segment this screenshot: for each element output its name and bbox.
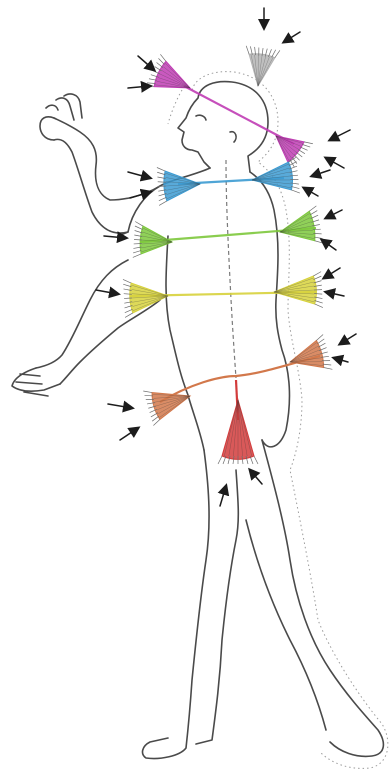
root-spark	[218, 456, 222, 464]
heart-front-arrow	[104, 236, 126, 238]
solar-plexus-front-spark	[125, 309, 133, 312]
heart-back-a-arrow	[326, 210, 342, 218]
solar-plexus-front-spark	[125, 313, 133, 317]
solar-plexus-back-a-arrow	[324, 268, 340, 278]
third-eye-front-spark	[157, 62, 163, 67]
throat-front-spark	[159, 197, 167, 200]
third-eye-front-spark	[147, 83, 156, 84]
head-outline	[178, 82, 268, 172]
throat-back-b-arrow	[304, 188, 318, 196]
third-eye-back-a-arrow	[330, 130, 350, 140]
heart-front-spark	[135, 222, 143, 227]
sacral-front-a-arrow	[108, 404, 132, 408]
third-eye-front-a-arrow	[138, 56, 154, 70]
crown-spark	[275, 50, 280, 57]
sacral-front-spark	[152, 416, 159, 421]
sacral-front-cone	[152, 393, 190, 420]
throat-front-spark	[157, 172, 165, 175]
throat-front-spark	[157, 168, 165, 172]
heart-back-spark	[309, 206, 316, 211]
sacral-back-b-arrow	[334, 358, 348, 362]
third-eye-back-spark	[294, 155, 300, 161]
heart-front-spark	[135, 226, 143, 230]
throat-back-a-arrow	[312, 170, 330, 176]
crown-spark	[250, 46, 252, 54]
human-body-outline	[12, 72, 388, 769]
inner-leg-outline	[196, 470, 238, 744]
heart-back-spark	[315, 241, 324, 243]
throat-back-cone	[252, 162, 293, 190]
solar-plexus-front-arrow	[96, 290, 118, 294]
third-eye-back-b-arrow	[326, 158, 344, 168]
sacral-back-spark	[316, 335, 323, 341]
third-eye-back-spark	[298, 149, 305, 153]
sacral-front-spark	[153, 419, 160, 425]
third-eye-front-spark	[158, 58, 164, 64]
throat-front-a-arrow	[128, 172, 150, 178]
third-eye-back-spark	[302, 144, 310, 147]
heart-back-b-arrow	[322, 240, 336, 250]
sacral-back-spark	[324, 368, 333, 370]
raised-hand-outline	[40, 94, 82, 140]
torso-left-outline	[166, 236, 204, 450]
crown-spark	[272, 50, 276, 58]
root-left-arrow	[220, 486, 226, 506]
crown-spark	[246, 46, 249, 54]
solar-plexus-back-spark	[315, 304, 323, 308]
sacral-front-spark	[143, 391, 152, 393]
solar-plexus-back-b-arrow	[326, 292, 344, 296]
raised-arm-outline	[54, 118, 160, 233]
front-leg-outline	[143, 450, 210, 759]
third-eye-back-spark	[300, 147, 307, 150]
heart-back-cone	[280, 211, 315, 240]
solar-plexus-back-spark	[313, 272, 321, 276]
sacral-back-a-arrow	[340, 334, 356, 344]
back-leg-outline	[246, 440, 383, 756]
lower-hand-outline	[12, 368, 60, 396]
third-eye-back-spark	[296, 152, 302, 157]
third-eye-front-b-arrow	[128, 86, 150, 88]
third-eye-front-cone	[154, 61, 190, 88]
lower-arm-outline	[36, 260, 160, 384]
solar-plexus-back-spark	[313, 276, 321, 279]
third-eye-front-spark	[160, 54, 166, 61]
heart-front-spark	[133, 254, 141, 257]
heart-back-spark	[310, 211, 317, 215]
ear-outline	[230, 132, 236, 142]
sacral-front-b-arrow	[120, 428, 138, 440]
crown-right-arrow	[284, 32, 300, 42]
throat-back-spark	[291, 190, 299, 193]
spine-line	[226, 160, 236, 378]
sacral-back-spark	[317, 339, 324, 344]
throat-front-spark	[159, 201, 167, 205]
root-spark	[254, 456, 258, 464]
third-eye-back-spark	[304, 142, 313, 144]
heart-front-spark	[133, 250, 141, 252]
chakra-group	[96, 8, 356, 506]
eye-line	[196, 115, 206, 120]
solar-plexus-front-spark	[123, 279, 131, 283]
root-right-arrow	[250, 470, 262, 484]
